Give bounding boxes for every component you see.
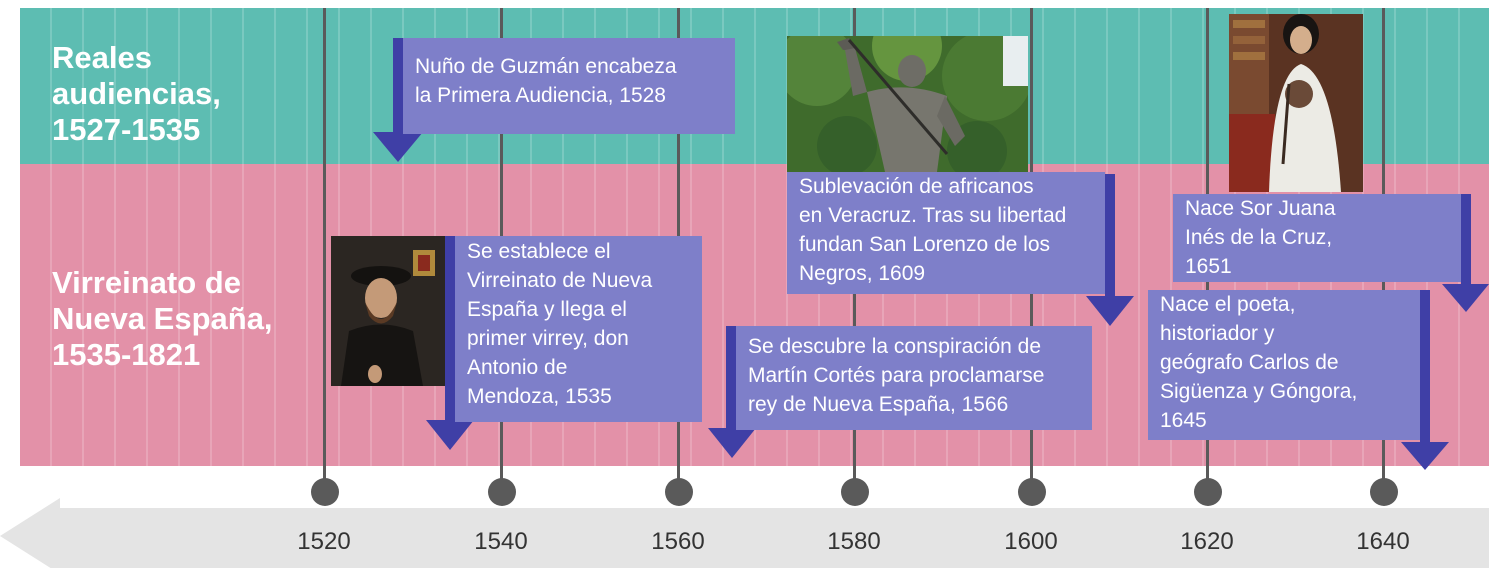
period-label-virreinato: Virreinato de Nueva España, 1535-1821: [52, 265, 273, 372]
portrait-sor-juana: [1229, 14, 1363, 192]
year-label: 1600: [1004, 528, 1058, 555]
event-arrow-stem: [1461, 194, 1471, 294]
year-dot-1540: [488, 478, 516, 506]
year-dot-1560: [665, 478, 693, 506]
photo-statue-yanga: [787, 36, 1028, 172]
year-line-1520: [323, 8, 326, 488]
event-arrow-head: [1086, 296, 1134, 326]
year-dot-1520: [311, 478, 339, 506]
event-box-1609: Sublevación de africanos en Veracruz. Tr…: [787, 172, 1105, 294]
year-label: 1580: [827, 528, 881, 555]
event-arrow-head: [426, 420, 474, 450]
event-arrow-stem: [445, 236, 455, 428]
event-arrow-stem: [393, 38, 403, 142]
year-label: 1540: [474, 528, 528, 555]
event-arrow-stem: [1105, 174, 1115, 304]
timeline-axis-arrow: [0, 498, 1489, 568]
event-arrow-stem: [726, 326, 736, 436]
year-dot-1620: [1194, 478, 1222, 506]
event-arrow-head: [1401, 442, 1449, 470]
year-dot-1640: [1370, 478, 1398, 506]
event-arrow-stem: [1420, 290, 1430, 450]
year-dot-1580: [841, 478, 869, 506]
event-box-1528: Nuño de Guzmán encabeza la Primera Audie…: [403, 38, 735, 134]
event-box-1645: Nace el poeta, historiador y geógrafo Ca…: [1148, 290, 1420, 440]
event-arrow-head: [1442, 284, 1489, 312]
portrait-antonio-de-mendoza: [331, 236, 448, 386]
event-box-1566: Se descubre la conspiración de Martín Co…: [736, 326, 1092, 430]
event-box-1651: Nace Sor Juana Inés de la Cruz, 1651: [1173, 194, 1461, 282]
year-label: 1560: [651, 528, 705, 555]
year-label: 1620: [1180, 528, 1234, 555]
event-box-1535: Se establece el Virreinato de Nueva Espa…: [455, 236, 702, 422]
year-dot-1600: [1018, 478, 1046, 506]
period-label-reales-audiencias: Reales audiencias, 1527-1535: [52, 40, 221, 147]
year-label: 1520: [297, 528, 351, 555]
event-arrow-head: [708, 428, 756, 458]
year-label: 1640: [1356, 528, 1410, 555]
event-arrow-head: [373, 132, 423, 162]
